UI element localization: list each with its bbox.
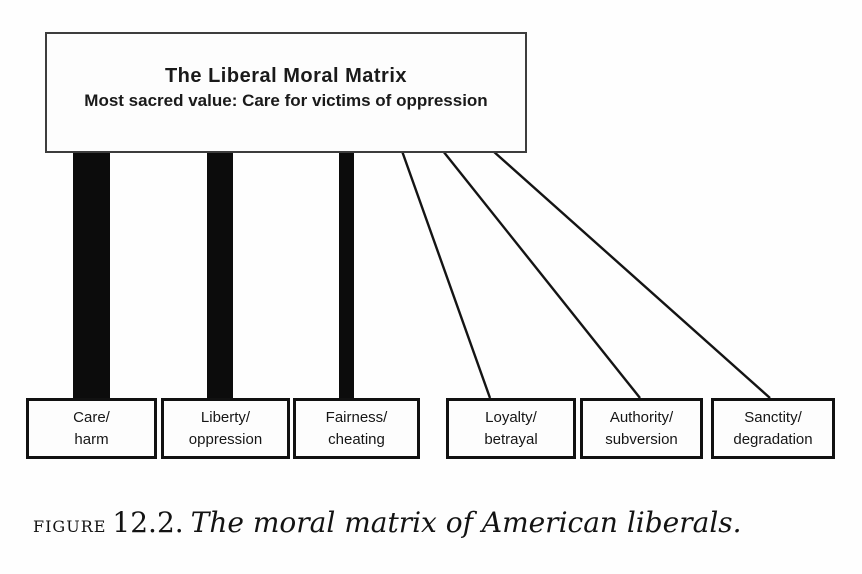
foundation-label-line2: subversion	[605, 430, 678, 448]
foundation-label-line1: Care/	[73, 408, 110, 426]
liberal-moral-matrix-box: The Liberal Moral Matrix Most sacred val…	[45, 32, 527, 153]
foundation-box-liberty-oppression: Liberty/ oppression	[161, 398, 290, 459]
bar-liberty-oppression	[207, 150, 233, 400]
caption-figure-label: FIGURE	[33, 517, 107, 536]
foundation-label-line1: Liberty/	[200, 408, 251, 426]
line-authority-subversion	[442, 150, 641, 399]
matrix-subtitle: Most sacred value: Care for victims of o…	[84, 91, 488, 110]
matrix-title: The Liberal Moral Matrix	[164, 65, 408, 87]
bar-care-harm	[73, 150, 110, 400]
foundation-box-care-harm: Care/ harm	[26, 398, 157, 459]
figure-caption: FIGURE 12.2.The moral matrix of American …	[33, 506, 848, 539]
foundation-label-line2: oppression	[188, 430, 263, 448]
foundation-box-sanctity-degradation: Sanctity/ degradation	[711, 398, 835, 459]
foundation-label-line1: Fairness/	[325, 408, 388, 426]
line-loyalty-betrayal	[400, 150, 492, 399]
foundation-label-line2: cheating	[328, 430, 385, 448]
connector-lines-layer	[73, 150, 771, 400]
caption-figure-number: 12.2.	[112, 506, 184, 539]
foundation-label-line1: Sanctity/	[744, 408, 802, 426]
foundation-box-authority-subversion: Authority/ subversion	[580, 398, 703, 459]
foundation-label-line2: harm	[74, 430, 109, 448]
foundation-label-line2: degradation	[733, 430, 813, 448]
line-sanctity-degradation	[492, 150, 771, 399]
foundation-label-line2: betrayal	[484, 430, 538, 448]
foundation-box-fairness-cheating: Fairness/ cheating	[293, 398, 420, 459]
bar-fairness-cheating	[339, 150, 354, 400]
foundation-label-line1: Loyalty/	[485, 408, 537, 426]
foundation-label-line1: Authority/	[609, 408, 674, 426]
foundation-box-loyalty-betrayal: Loyalty/ betrayal	[446, 398, 576, 459]
caption-text: The moral matrix of American liberals.	[190, 506, 742, 539]
